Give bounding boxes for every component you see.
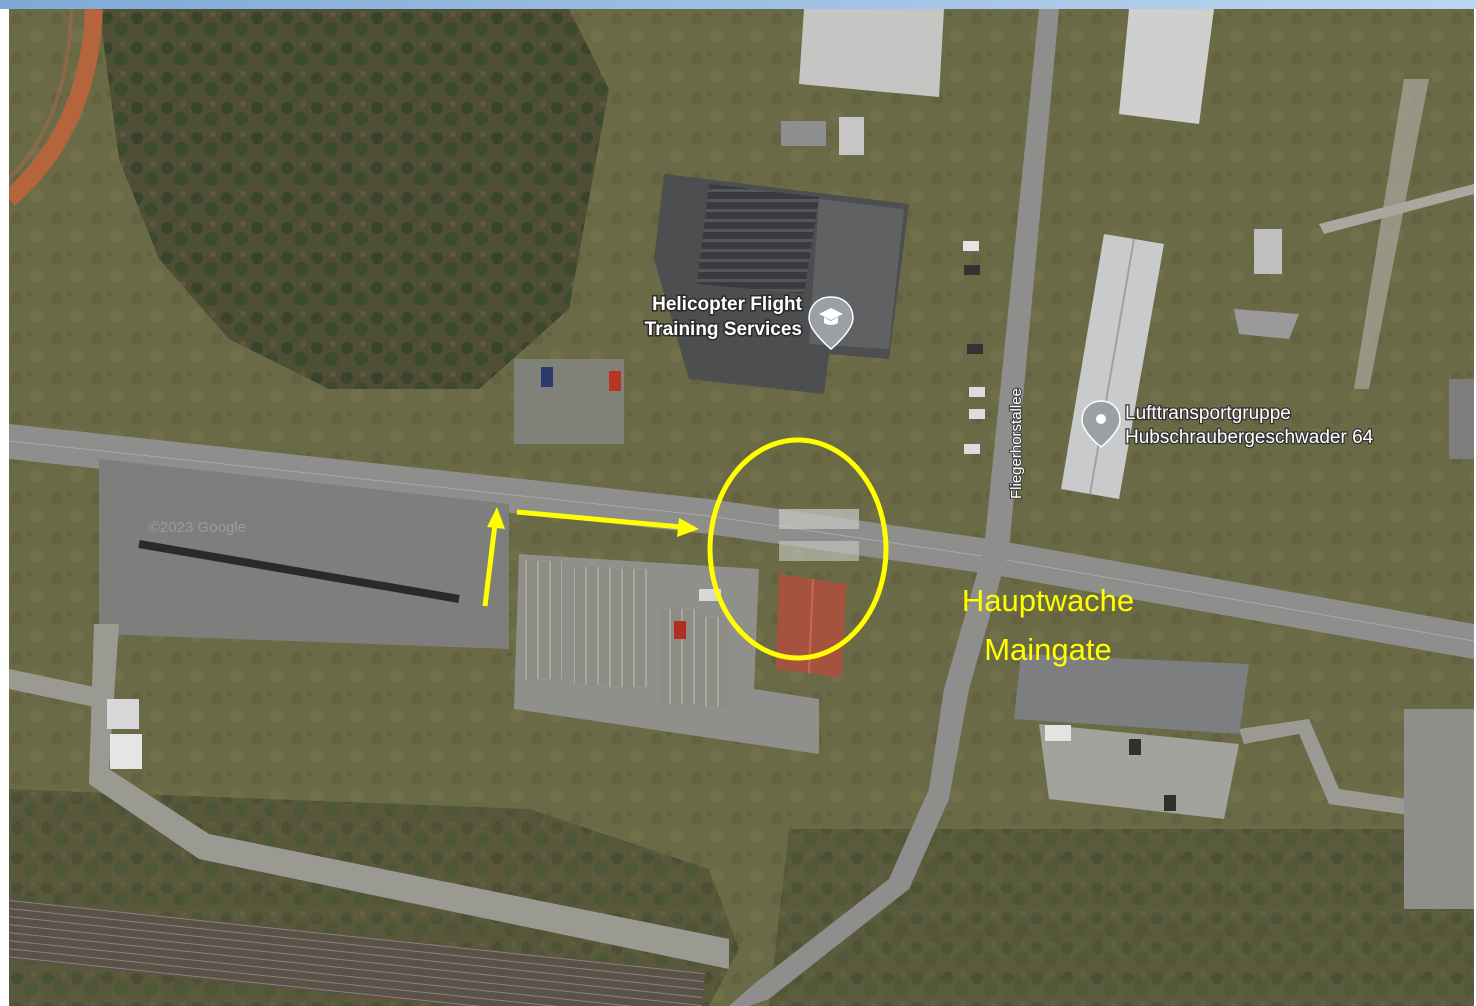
crosswalk — [779, 541, 859, 561]
guard-hut — [110, 734, 142, 769]
building-ridge — [1089, 238, 1135, 495]
car — [964, 444, 980, 454]
poi-lufttransportgruppe[interactable]: Lufttransportgruppe Hubschraubergeschwad… — [1081, 400, 1375, 449]
main-road — [9, 424, 1474, 659]
training-building-roof — [697, 184, 819, 294]
fliegerhorstallee-road — [729, 9, 1059, 1006]
arrow-right — [516, 509, 699, 537]
satellite-map[interactable]: ©2023 Google Helicopter Flight Training … — [9, 9, 1474, 1006]
east-path-vertical — [1354, 79, 1429, 389]
large-parking-lot — [99, 459, 509, 649]
tower-base — [1234, 309, 1299, 339]
parking-shelter — [574, 567, 612, 685]
arrow-up — [482, 507, 505, 607]
gate-highlight-ellipse — [707, 437, 889, 661]
parking-shelter — [609, 569, 647, 687]
southeast-parking — [1039, 724, 1239, 819]
annotation-label-line1: Hauptwache — [962, 583, 1134, 618]
small-shed — [781, 121, 826, 146]
small-shed — [839, 117, 864, 155]
car — [963, 241, 979, 251]
road-centerline — [9, 440, 1474, 642]
poi-helicopter-flight-training[interactable]: Helicopter Flight Training Services — [643, 293, 854, 350]
parking-shelter — [699, 617, 729, 707]
car — [969, 409, 985, 419]
forest-southeast — [769, 829, 1474, 1006]
forest-northwest — [99, 9, 609, 389]
car — [969, 387, 985, 397]
west-path — [89, 624, 729, 969]
east-cars-strip — [1449, 379, 1474, 459]
car — [674, 621, 686, 639]
poi-label-line2: Training Services — [645, 319, 802, 340]
tower — [1254, 229, 1282, 274]
car — [541, 367, 553, 387]
education-pin-icon[interactable] — [808, 296, 854, 350]
guard-hut — [107, 699, 139, 729]
car — [1129, 739, 1141, 755]
running-track — [9, 9, 103, 206]
poi-label-line1: Helicopter Flight — [652, 294, 803, 315]
map-watermark: ©2023 Google — [149, 519, 246, 536]
left-border — [0, 9, 9, 1006]
right-border — [1474, 9, 1476, 1006]
annotation-label-line2: Maingate — [984, 632, 1112, 667]
poi-label-line1: Lufttransportgruppe — [1125, 403, 1291, 424]
crosswalk — [779, 509, 859, 529]
car — [967, 344, 983, 354]
track-inner — [9, 9, 73, 181]
railway-tracks — [9, 899, 706, 1006]
location-pin-icon[interactable] — [1081, 400, 1121, 448]
north-building — [799, 9, 944, 97]
car — [609, 371, 621, 391]
parking-shelter — [524, 561, 562, 679]
southeast-building — [1014, 654, 1249, 734]
parking-row-divider — [138, 540, 460, 603]
poi-label-line2: Hubschraubergeschwader 64 — [1125, 427, 1374, 448]
car — [964, 265, 980, 275]
car — [1045, 725, 1071, 741]
north-parking — [514, 359, 624, 444]
northeast-building — [1119, 9, 1214, 124]
service-road — [9, 669, 104, 709]
car — [1164, 795, 1176, 811]
street-label-fliegerhorstallee: Fliegerhorstallee — [1008, 388, 1025, 499]
top-border — [0, 0, 1476, 9]
east-parking — [1404, 709, 1474, 909]
